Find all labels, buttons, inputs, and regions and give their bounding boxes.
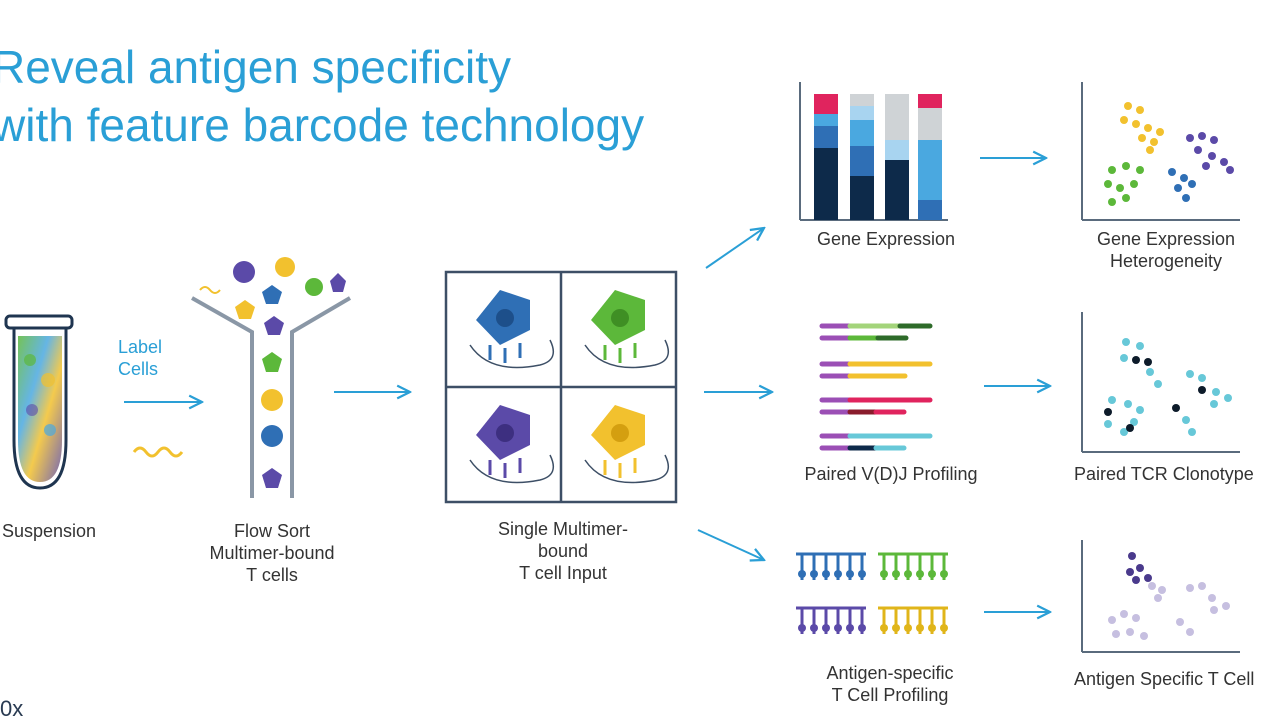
label-vdj: Paired V(D)J Profiling <box>804 464 978 484</box>
vdj-segments-icon <box>819 323 933 451</box>
gene-het-line1: Gene Expression <box>1096 229 1236 249</box>
arrow-to-antigen <box>697 529 764 560</box>
flow-sort-line1: Flow Sort <box>233 521 311 541</box>
page-title: Reveal antigen specificity with feature … <box>0 38 644 154</box>
label-antigen-profiling: Antigen-specific T Cell Profiling <box>800 662 980 706</box>
flow-sort-line3: T cells <box>246 565 298 585</box>
company-logo: 0x <box>0 696 23 720</box>
gene-expression-bars-icon <box>799 82 948 221</box>
label-tcr-clonotype: Paired TCR Clonotype <box>1074 464 1254 484</box>
logo-text: 0x <box>0 696 23 720</box>
test-tube-icon <box>4 314 74 490</box>
clonotype-scatter-icon <box>1081 312 1240 453</box>
title-line-1: Reveal antigen specificity <box>0 41 512 93</box>
barcode-squiggle-icon <box>132 446 184 458</box>
purple-t-cell-icon <box>469 405 555 484</box>
green-t-cell-icon <box>584 290 670 369</box>
label-antigen-specific: Antigen Specific T Cell <box>1074 669 1255 689</box>
label-gene-heterogeneity: Gene Expression Heterogeneity <box>1076 228 1256 272</box>
label-single-input: Single Multimer- bound T cell Input <box>478 518 648 584</box>
single-input-line3: T cell Input <box>519 563 607 583</box>
title-line-2: with feature barcode technology <box>0 99 645 151</box>
single-input-line1: Single Multimer- <box>497 519 629 539</box>
label-suspension: Suspension <box>2 521 97 541</box>
heterogeneity-scatter-icon <box>1081 82 1240 221</box>
yellow-t-cell-icon <box>584 405 670 484</box>
label-gene-expression: Gene Expression <box>816 229 956 249</box>
antigen-line1: Antigen-specific <box>826 663 954 683</box>
arrow-to-gene-expression <box>705 228 764 269</box>
flow-sort-funnel-icon <box>191 257 352 498</box>
antigen-barcode-icon <box>796 552 948 634</box>
label-label-cells: Label Cells <box>118 336 162 380</box>
label-cells-line1: Label <box>118 337 163 357</box>
label-flow-sort: Flow Sort Multimer-bound T cells <box>192 520 352 586</box>
single-input-line2: bound <box>537 541 589 561</box>
label-cells-line2: Cells <box>118 359 159 379</box>
antigen-line2: T Cell Profiling <box>831 685 949 705</box>
gene-het-line2: Heterogeneity <box>1109 251 1223 271</box>
blue-t-cell-icon <box>469 290 555 369</box>
flow-sort-line2: Multimer-bound <box>209 543 335 563</box>
antigen-specific-scatter-icon <box>1081 540 1240 653</box>
